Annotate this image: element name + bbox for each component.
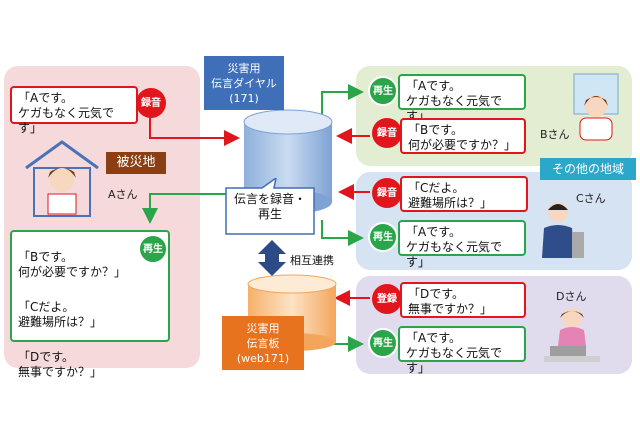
mutual-link-arrow <box>258 240 286 276</box>
person-a-figure <box>25 140 99 217</box>
arrow-a-record <box>149 118 240 146</box>
person-a-label: Aさん <box>108 188 138 201</box>
person-c-label: Cさん <box>576 192 606 205</box>
board-line2: 伝言板 <box>246 337 280 350</box>
person-c-figure <box>542 202 584 258</box>
person-d-received: 「Aです。 ケガもなく元気です」 <box>398 326 526 375</box>
received-message-d: 「Dです。 無事ですか？」 <box>18 350 103 379</box>
badge-d-play: 再生 <box>368 328 398 358</box>
other-area-label: その他の地域 <box>540 158 636 180</box>
badge-b-record: 録音 <box>372 118 402 148</box>
person-b-label: Bさん <box>540 128 570 141</box>
dial-line1: 災害用 <box>227 62 261 75</box>
person-a-message: 「Aです。 ケガもなく元気です」 <box>10 86 138 135</box>
person-b-message: 「Bです。 何が必要ですか？」 <box>400 118 526 154</box>
mutual-link-label: 相互連携 <box>290 254 334 267</box>
badge-a-play: 再生 <box>138 234 168 264</box>
badge-a-record: 録音 <box>136 88 166 118</box>
arrow-c-play <box>321 220 364 246</box>
person-c-received: 「Aです。 ケガもなく元気です」 <box>398 220 526 269</box>
center-label: 伝言を録音・ 再生 <box>233 192 306 221</box>
person-d-figure <box>544 308 600 362</box>
badge-c-record: 録音 <box>372 178 402 208</box>
badge-b-play: 再生 <box>368 76 398 106</box>
person-b-figure <box>573 73 619 141</box>
received-message-b: 「Bです。 何が必要ですか？」 <box>18 250 127 279</box>
board-service-box: 災害用 伝言板 (web171) <box>222 316 304 370</box>
center-callout-shape <box>225 178 315 235</box>
board-line1: 災害用 <box>246 322 280 335</box>
dial-service-box: 災害用 伝言ダイヤル (171) <box>204 56 284 110</box>
dial-line2: 伝言ダイヤル <box>211 77 277 90</box>
arrow-b-play <box>321 84 364 124</box>
received-message-c: 「Cだよ。 避難場所は？」 <box>18 300 103 329</box>
dial-line3: (171) <box>229 92 259 105</box>
disaster-area-label: 被災地 <box>106 152 166 174</box>
person-c-message: 「Cだよ。 避難場所は？」 <box>400 176 528 212</box>
badge-d-register: 登録 <box>372 284 402 314</box>
person-d-message: 「Dです。 無事ですか？」 <box>400 282 526 318</box>
arrow-a-play <box>142 193 246 224</box>
person-d-label: Dさん <box>556 290 587 303</box>
person-b-received: 「Aです。 ケガもなく元気です」 <box>398 74 526 123</box>
badge-c-play: 再生 <box>368 222 398 252</box>
board-line3: (web171) <box>236 352 290 365</box>
